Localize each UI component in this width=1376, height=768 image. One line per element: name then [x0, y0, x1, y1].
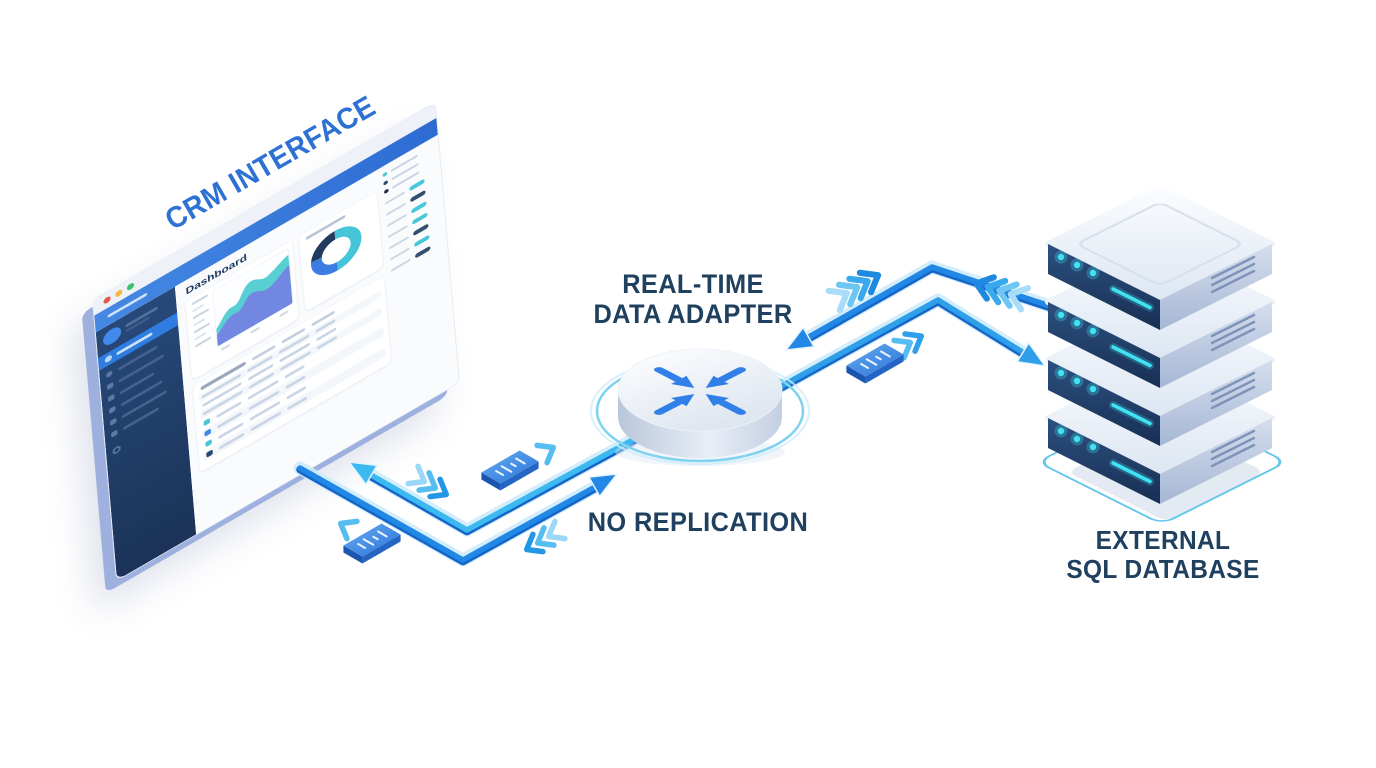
arrowhead — [1016, 342, 1046, 367]
arrowhead — [588, 473, 618, 498]
server-layer — [1045, 185, 1275, 330]
minimize-button[interactable] — [114, 288, 123, 299]
data-packet-chip — [480, 449, 540, 492]
close-button[interactable] — [103, 295, 111, 305]
status-column — [382, 144, 453, 415]
status-marker — [206, 449, 213, 458]
database-title-line2: SQL DATABASE — [1066, 553, 1260, 584]
donut-chart — [310, 226, 362, 276]
adapter-shadow — [615, 438, 785, 466]
axis-labels — [191, 294, 213, 372]
status-marker — [205, 438, 212, 448]
data-packet-chip — [845, 342, 905, 385]
module-icon — [109, 417, 117, 427]
adapter-title-line1: REAL-TIME — [622, 269, 764, 299]
arrow-crm-to-adapter — [293, 461, 618, 567]
server-layer — [1045, 301, 1275, 446]
crm-title-label: CRM INTERFACE — [159, 89, 382, 237]
arrow-database-to-adapter — [785, 260, 1072, 351]
maximize-button[interactable] — [126, 281, 135, 292]
adapter-title-label: REAL-TIME DATA ADAPTER — [571, 269, 815, 329]
module-icon — [110, 429, 118, 438]
database-title-line1: EXTERNAL — [1095, 525, 1231, 555]
server-layer — [1045, 359, 1275, 504]
no-replication-label: NO REPLICATION — [587, 507, 809, 537]
platform-pad — [1071, 424, 1261, 520]
contact-icon — [105, 369, 113, 379]
settings-gear-icon[interactable] — [112, 444, 121, 456]
arrowhead — [785, 326, 815, 351]
area-chart — [212, 247, 294, 348]
crm-window: Dashboard — [92, 101, 460, 582]
database-title-label: EXTERNAL SQL DATABASE — [1050, 526, 1276, 583]
status-marker — [203, 417, 211, 427]
module-icon — [108, 405, 116, 415]
donut-chart-card — [299, 191, 383, 312]
arrowhead — [348, 461, 378, 486]
converge-arrows-icon — [653, 367, 747, 415]
status-marker — [204, 428, 212, 437]
adapter-title-line2: DATA ADAPTER — [593, 298, 793, 329]
module-icon — [107, 393, 115, 403]
trend-chart-card — [185, 240, 299, 381]
adapter-node — [590, 348, 810, 466]
platform-ring — [1042, 402, 1282, 522]
dashboard-main: Dashboard — [174, 134, 459, 535]
server-top-outline — [1079, 203, 1241, 285]
data-packet-chip — [342, 522, 402, 565]
database-node — [1042, 185, 1282, 522]
module-icon — [106, 381, 114, 391]
home-icon — [104, 353, 113, 364]
server-layer — [1045, 243, 1275, 388]
adapter-ring — [595, 359, 805, 463]
app-body: Dashboard — [95, 134, 459, 581]
